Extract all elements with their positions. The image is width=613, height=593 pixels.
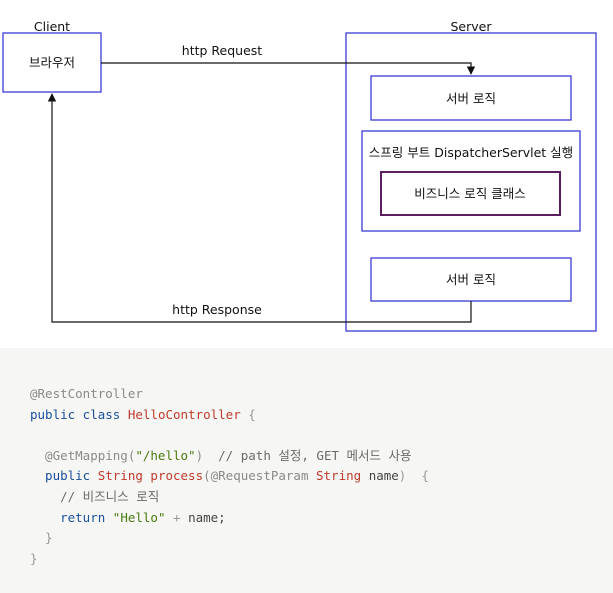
code-token: {: [240, 406, 256, 422]
code-token: ) {: [398, 468, 429, 484]
code-token: (@RequestParam: [203, 468, 316, 484]
code-token: public class: [30, 406, 128, 422]
request-flow-diagram: Client Server 브라우저 서버 로직 스프링 부트 Dispatch…: [2, 19, 597, 332]
code-line: }: [30, 549, 613, 570]
code-token: String: [97, 468, 151, 484]
code-token: @GetMapping(: [30, 447, 136, 463]
code-token: String: [316, 468, 369, 484]
code-token: public: [30, 468, 98, 484]
server-logic-top-box: [370, 75, 572, 121]
server-logic-bottom-box: [370, 257, 572, 302]
code-line: }: [30, 528, 613, 549]
code-block: @RestController public class HelloControl…: [0, 348, 613, 593]
browser-box: [2, 32, 102, 93]
server-label: Server: [451, 19, 493, 34]
code-token: }: [30, 530, 53, 546]
code-token: // path 설정, GET 메서드 사용: [203, 447, 412, 463]
code-line: public class HelloController {: [30, 405, 613, 426]
server-logic-top-label: 서버 로직: [446, 91, 496, 106]
client-label: Client: [34, 19, 70, 34]
code-line: @GetMapping("/hello") // path 설정, GET 메서…: [30, 446, 613, 467]
dispatcher-label: 스프링 부트 DispatcherServlet 실행: [369, 145, 573, 160]
browser-label: 브라우저: [29, 55, 75, 70]
code-lines: @RestController public class HelloControl…: [30, 384, 613, 569]
http-request-arrow: [101, 62, 476, 75]
code-line: return "Hello" + name;: [30, 508, 613, 529]
code-line: public String process(@RequestParam Stri…: [30, 466, 613, 487]
code-token: }: [30, 550, 38, 566]
server-logic-bottom-label: 서버 로직: [446, 272, 496, 287]
code-token: "/hello": [135, 447, 196, 463]
code-token: return: [30, 509, 113, 525]
business-logic-label: 비즈니스 로직 클래스: [414, 186, 525, 201]
code-token: name;: [188, 509, 226, 525]
code-token: @RestController: [30, 386, 143, 401]
code-token: process: [150, 468, 204, 484]
code-token: HelloController: [127, 406, 241, 422]
code-line: @RestController: [30, 384, 613, 405]
code-line: [30, 425, 613, 446]
code-line: // 비즈니스 로직: [30, 487, 613, 508]
code-token: ): [195, 447, 204, 463]
business-logic-box: [380, 171, 561, 216]
http-response-label: http Response: [172, 302, 262, 317]
code-token: "Hello": [112, 509, 166, 525]
http-response-arrow: [47, 93, 472, 323]
code-token: name: [368, 468, 399, 484]
code-token: // 비즈니스 로직: [30, 488, 160, 504]
http-request-label: http Request: [182, 43, 263, 58]
code-token: +: [165, 509, 189, 525]
